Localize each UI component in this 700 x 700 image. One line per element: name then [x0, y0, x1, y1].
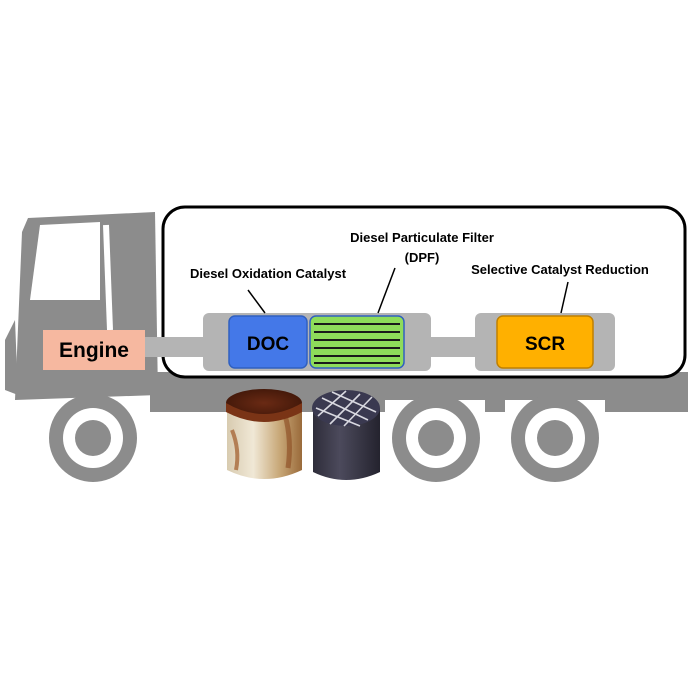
pipe-dpf-to-scr	[428, 337, 480, 357]
cab-window	[30, 222, 100, 300]
dpf-photo	[312, 390, 380, 480]
doc-catalyst-photo	[226, 389, 302, 479]
dpf-callout-label-line2: (DPF)	[405, 250, 440, 265]
pipe-engine-to-doc	[145, 337, 210, 357]
cab-front	[5, 320, 18, 395]
wheel-mid	[392, 394, 480, 482]
wheel-front	[49, 394, 137, 482]
wheel-rear	[511, 394, 599, 482]
doc-callout-label: Diesel Oxidation Catalyst	[190, 266, 347, 281]
scr-callout-label: Selective Catalyst Reduction	[471, 262, 649, 277]
cab-door-line	[106, 225, 110, 330]
engine-label: Engine	[59, 339, 129, 362]
dpf-callout-label-line1: Diesel Particulate Filter	[350, 230, 494, 245]
doc-label: DOC	[247, 334, 290, 355]
scr-label: SCR	[525, 334, 565, 355]
